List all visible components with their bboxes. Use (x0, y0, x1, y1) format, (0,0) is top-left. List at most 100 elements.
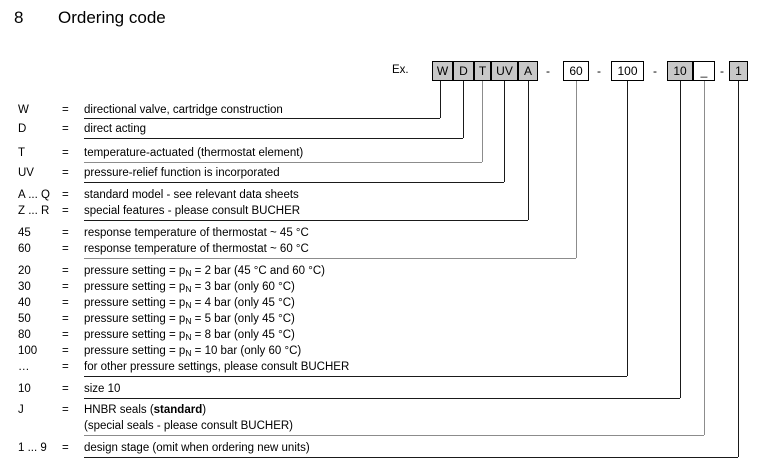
leader-line-horizontal-0 (84, 118, 440, 119)
definition-row: 45=response temperature of thermostat ~ … (0, 227, 763, 243)
definition-value: pressure setting = pN = 8 bar (only 45 °… (84, 329, 295, 343)
definition-value: design stage (omit when ordering new uni… (84, 442, 310, 454)
definition-row: 100 = pressure setting = pN = 10 bar (only… (0, 345, 763, 361)
definition-equals: = (62, 243, 69, 255)
definition-equals: = (62, 265, 69, 277)
section-number: 8 (14, 8, 24, 27)
code-segment-7[interactable]: 10 (667, 61, 693, 81)
leader-line-horizontal-8 (84, 435, 704, 436)
code-separator-2: - (653, 64, 657, 78)
definition-value: temperature-actuated (thermostat element… (84, 147, 304, 159)
definition-equals: = (62, 104, 69, 116)
leader-line-vertical-0 (440, 81, 441, 118)
code-segment-9[interactable]: 1 (729, 61, 748, 81)
definition-value: (special seals - please consult BUCHER) (84, 420, 293, 432)
page-title: Ordering code (58, 8, 166, 27)
code-segment-8[interactable]: _ (693, 61, 715, 81)
definition-equals: = (62, 404, 69, 416)
definition-row: 50 = pressure setting = pN = 5 bar (only 4… (0, 313, 763, 329)
code-segment-3[interactable]: UV (491, 61, 518, 81)
definition-row: A ... Q=standard model - see relevant da… (0, 189, 763, 205)
example-label: Ex. (392, 64, 409, 76)
code-separator-3: - (720, 64, 724, 78)
definition-row: 30 = pressure setting = pN = 3 bar (only 6… (0, 281, 763, 297)
code-separator-1: - (597, 64, 601, 78)
definition-row: 1 ... 9=design stage (omit when ordering… (0, 442, 763, 458)
leader-line-horizontal-2 (84, 162, 482, 163)
definition-key: 45 (18, 227, 31, 239)
definition-row: 40 = pressure setting = pN = 4 bar (only 4… (0, 297, 763, 313)
definition-equals: = (62, 297, 69, 309)
definition-key: 1 ... 9 (18, 442, 47, 454)
definition-row: Z ... R = special features - please consul… (0, 205, 763, 221)
definition-row: 60 = response temperature of thermostat ~ … (0, 243, 763, 259)
definition-equals: = (62, 281, 69, 293)
definition-value: pressure setting = pN = 3 bar (only 60 °… (84, 281, 295, 295)
definition-key: W (18, 104, 29, 116)
definition-key: 40 (18, 297, 31, 309)
definition-equals: = (62, 205, 69, 217)
definition-row: 20 = pressure setting = pN = 2 bar (45 °C … (0, 265, 763, 281)
definition-value: response temperature of thermostat ~ 60 … (84, 243, 309, 255)
leader-line-vertical-3 (504, 81, 505, 182)
definition-value: pressure setting = pN = 10 bar (only 60 … (84, 345, 302, 359)
definition-equals: = (62, 383, 69, 395)
definition-key: J (18, 404, 24, 416)
code-separator-0: - (546, 64, 550, 78)
leader-line-vertical-1 (463, 81, 464, 138)
definition-key: T (18, 147, 26, 159)
definition-row: 10=size 10 (0, 383, 763, 399)
definition-key: 100 (18, 345, 38, 357)
definition-key: UV (18, 167, 34, 179)
leader-line-horizontal-5 (84, 258, 576, 259)
code-segment-2[interactable]: T (474, 61, 491, 81)
code-segment-1[interactable]: D (453, 61, 474, 81)
leader-line-vertical-9 (738, 81, 739, 457)
definition-row: T = temperature-actuated (thermostat eleme… (0, 147, 763, 163)
definition-value: pressure-relief function is incorporated (84, 167, 280, 179)
definition-equals: = (62, 147, 69, 159)
code-segment-0[interactable]: W (432, 61, 453, 81)
leader-line-horizontal-3 (84, 182, 504, 183)
leader-line-horizontal-9 (84, 457, 738, 458)
leader-line-vertical-2 (482, 81, 483, 162)
definition-row: UV = pressure-relief function is incorpora… (0, 167, 763, 183)
code-segment-5[interactable]: 60 (563, 61, 589, 81)
definition-equals: = (62, 329, 69, 341)
code-segment-6[interactable]: 100 (611, 61, 644, 81)
definition-value: for other pressure settings, please cons… (84, 361, 350, 373)
definition-key: 20 (18, 265, 31, 277)
leader-line-horizontal-6 (84, 376, 627, 377)
definition-key: 60 (18, 243, 31, 255)
definition-equals: = (62, 345, 69, 357)
definition-value: standard model - see relevant data sheet… (84, 189, 299, 201)
definition-value: pressure setting = pN = 4 bar (only 45 °… (84, 297, 295, 311)
definition-key: … (18, 361, 30, 373)
definition-equals: = (62, 123, 69, 135)
definition-value: special features - please consult BUCHER (84, 205, 301, 217)
leader-line-vertical-6 (627, 81, 628, 376)
leader-line-horizontal-7 (84, 398, 680, 399)
definition-key: 80 (18, 329, 31, 341)
definition-key: 10 (18, 383, 31, 395)
definition-value: HNBR seals (standard) (84, 404, 207, 416)
definition-equals: = (62, 313, 69, 325)
definition-equals: = (62, 361, 69, 373)
definition-row: J = HNBR seals (standard) (0, 404, 763, 420)
definition-value: direct acting (84, 123, 147, 135)
definition-row: 80 = pressure setting = pN = 8 bar (only 4… (0, 329, 763, 345)
code-segment-4[interactable]: A (518, 61, 538, 81)
leader-line-vertical-5 (576, 81, 577, 258)
leader-line-horizontal-4 (84, 220, 528, 221)
definition-key: 50 (18, 313, 31, 325)
definition-value: pressure setting = pN = 5 bar (only 45 °… (84, 313, 295, 327)
definition-value: pressure setting = pN = 2 bar (45 °C and… (84, 265, 325, 279)
leader-line-vertical-7 (680, 81, 681, 398)
definition-key: 30 (18, 281, 31, 293)
leader-line-vertical-4 (528, 81, 529, 220)
definition-key: Z ... R (18, 205, 50, 217)
definition-equals: = (62, 189, 69, 201)
definition-equals: = (62, 167, 69, 179)
leader-line-vertical-8 (704, 81, 705, 435)
